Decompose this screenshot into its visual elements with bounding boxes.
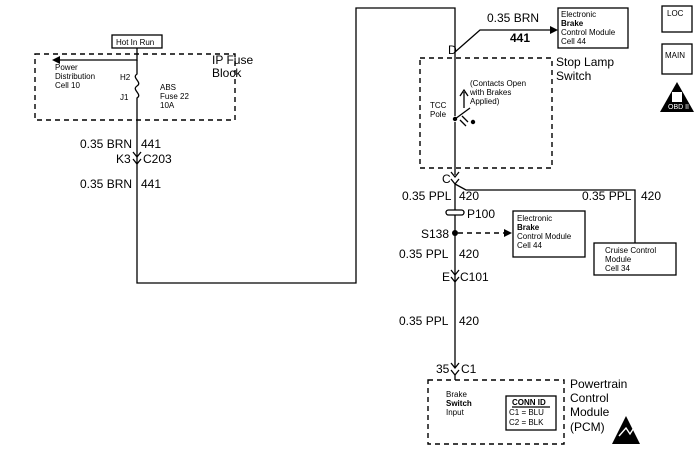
esd-warning-icon (612, 416, 640, 444)
p100-label: P100 (467, 207, 495, 221)
switch-note-1: (Contacts Open (470, 79, 526, 88)
s138-label: S138 (421, 227, 449, 241)
ebcm-top-line4: Cell 44 (561, 37, 586, 46)
pcm-title-1: Powertrain (570, 377, 627, 391)
obd-symbol-inner (672, 92, 682, 102)
ebcm-box-top (557, 7, 629, 49)
power-line3: Cell 10 (55, 81, 80, 90)
switch-note-3: Applied) (470, 97, 500, 106)
ebcm-top-line1: Electronic (561, 10, 596, 19)
bus-arrow-icon (52, 56, 60, 64)
connector-c203: C203 (143, 152, 172, 166)
pcm-title-3: Module (570, 405, 610, 419)
stop-lamp-title-1: Stop Lamp (556, 55, 614, 69)
cruise-line1: Cruise Control (605, 246, 656, 255)
ebcm2-line2: Brake (517, 223, 540, 232)
switch-note-2: with Brakes (469, 88, 511, 97)
cruise-line2: Module (605, 255, 632, 264)
pin-j1: J1 (120, 93, 129, 102)
wire-420-circuit-1: 420 (459, 189, 479, 203)
c1-label: C1 (461, 362, 477, 376)
pin-35: 35 (436, 362, 450, 376)
conn-id-box (505, 395, 557, 431)
power-line2: Distribution (55, 72, 95, 81)
wire-420-size-1: 0.35 PPL (402, 189, 452, 203)
main-symbol-text: MAIN (665, 51, 685, 60)
fuse-block-title-1: IP Fuse (212, 53, 253, 67)
conn-id-c2: C2 = BLK (509, 418, 544, 427)
stop-lamp-title-2: Switch (556, 69, 591, 83)
wire-441-size-upper: 0.35 BRN (80, 137, 132, 151)
esd-hand-mark (618, 425, 636, 437)
ebcm-box-mid (512, 210, 586, 258)
wire-420-to-cruise (454, 183, 636, 243)
loc-symbol-box (661, 5, 693, 33)
wire-441-route (136, 7, 456, 284)
splice-s138 (452, 230, 458, 236)
switch-contact-point (470, 119, 476, 125)
hot-in-run-label: Hot In Run (116, 38, 154, 47)
c101-label: C101 (460, 270, 489, 284)
ip-fuse-block-outline (34, 53, 236, 121)
conn-id-c1: C1 = BLU (509, 408, 544, 417)
cruise-wire-size: 0.35 PPL (582, 189, 632, 203)
cruise-control-box (593, 242, 677, 276)
power-line1: Power (55, 63, 78, 72)
note-arrow-icon (459, 88, 469, 108)
p100-passthrough-symbol (445, 209, 465, 216)
pin-e: E (442, 270, 450, 284)
stop-lamp-switch-outline (419, 57, 553, 169)
pin-c: C (442, 172, 451, 186)
ebcm-top-line3: Control Module (561, 28, 616, 37)
c101-connector-symbol (450, 269, 460, 284)
cruise-line3: Cell 34 (605, 264, 630, 273)
pin-k3: K3 (116, 152, 131, 166)
wire-441-to-ebcm (454, 29, 553, 53)
pcm-input-line3: Input (446, 408, 465, 417)
cruise-wire-circuit: 420 (641, 189, 661, 203)
top-wire-size: 0.35 BRN (487, 11, 539, 25)
ebcm-arrow-icon (550, 26, 558, 34)
ebcm-top-line2: Brake (561, 19, 584, 28)
wire-441-circuit-lower: 441 (141, 177, 161, 191)
pcm-outline (427, 379, 565, 445)
fuse-line2: Fuse 22 (160, 92, 189, 101)
main-symbol-box (661, 43, 693, 75)
tcc-pole-1: TCC (430, 101, 447, 110)
pcm-input-line1: Brake (446, 390, 467, 399)
pcm-title-2: Control (570, 391, 609, 405)
pcm-input-line2: Switch (446, 399, 472, 408)
top-wire-circuit: 441 (510, 31, 530, 45)
wire-420-circuit-2: 420 (459, 247, 479, 261)
fuse-block-title-2: Block (212, 66, 242, 80)
wire-441-circuit-upper: 441 (141, 137, 161, 151)
pcm-title-4: (PCM) (570, 420, 605, 434)
obd-symbol-text: OBD II (668, 104, 689, 111)
loc-symbol-text: LOC (667, 9, 684, 18)
fuse-element (134, 60, 140, 128)
wire-420-circuit-3: 420 (459, 314, 479, 328)
ebcm2-line4: Cell 44 (517, 241, 542, 250)
wire-441-size-lower: 0.35 BRN (80, 177, 132, 191)
wire-420-size-2: 0.35 PPL (399, 247, 449, 261)
pin-d: D (448, 43, 457, 57)
fuse-line1: ABS (160, 83, 176, 92)
pin-h2: H2 (120, 73, 131, 82)
tcc-pole-2: Pole (430, 110, 447, 119)
ebcm2-arrow-icon (504, 229, 512, 237)
switch-contact-arm (454, 107, 471, 120)
wire-420-size-3: 0.35 PPL (399, 314, 449, 328)
ebcm2-line1: Electronic (517, 214, 552, 223)
fuse-line3: 10A (160, 101, 175, 110)
conn-id-title: CONN ID (512, 398, 546, 407)
ebcm2-line3: Control Module (517, 232, 572, 241)
switch-mechanical-link (459, 115, 469, 127)
